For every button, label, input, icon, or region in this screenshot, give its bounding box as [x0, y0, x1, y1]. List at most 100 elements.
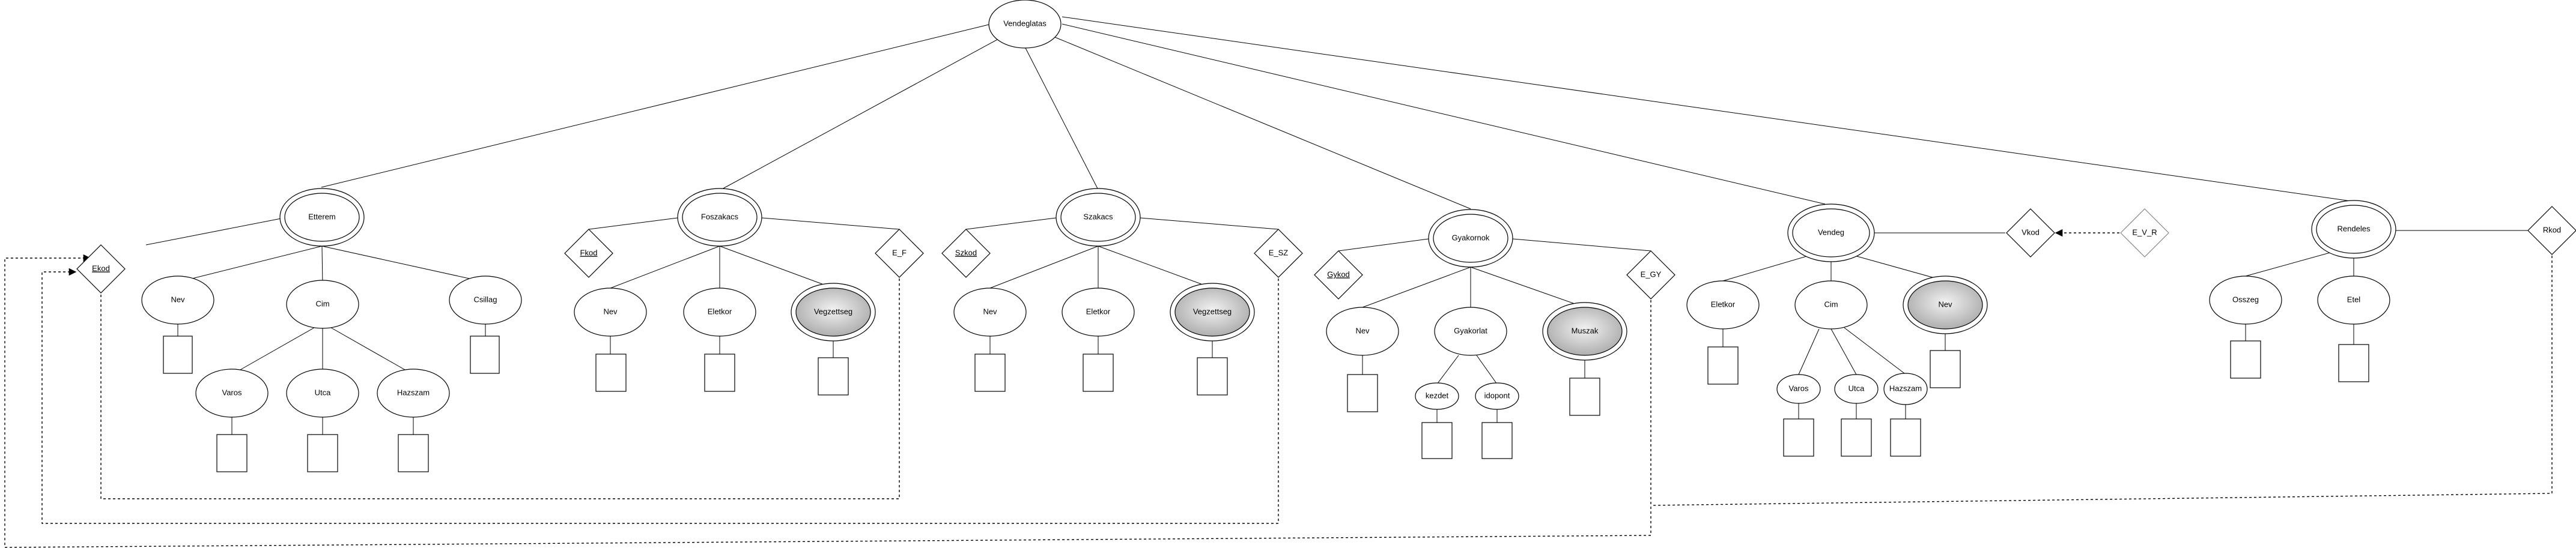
etterem-attr-hazszam: Hazszam — [377, 369, 450, 472]
entity-gyakornok-label: Gyakornok — [1452, 233, 1490, 242]
gyakornok-attr-muszak: Muszak — [1542, 302, 1627, 416]
gyakornok-nev-value-box — [1347, 374, 1378, 412]
foszakacs-fkod-label: Fkod — [580, 248, 598, 257]
dashed-references — [4, 229, 2553, 548]
vendeg-eletkor-label: Eletkor — [1711, 300, 1736, 309]
foszakacs-eletkor-label: Eletkor — [708, 307, 732, 316]
relation-e-v-r-label: E_V_R — [2132, 227, 2157, 236]
etterem-attr-utca: Utca — [286, 369, 359, 472]
gyakornok-idopont-value-box — [1481, 422, 1513, 459]
etterem-csillag-label: Csillag — [473, 295, 497, 304]
szakacs-attr-vegzettseg: Vegzettseg — [1170, 283, 1255, 396]
etterem-hazszam-value-box — [398, 434, 429, 472]
gyakornok-idopont-label: idopont — [1484, 391, 1510, 400]
foszakacs-attr-vegzettseg: Vegzettseg — [791, 283, 876, 396]
entity-etterem-label: Etterem — [308, 212, 336, 221]
rendeles-attr-etel: Etel — [2317, 276, 2390, 382]
relation-e-f-label: E_F — [892, 248, 907, 257]
szakacs-key-szkod: Szkod — [941, 229, 991, 278]
foszakacs-attr-eletkor: Eletkor — [683, 288, 756, 392]
etterem-csillag-value-box — [470, 336, 500, 374]
szakacs-attr-nev: Nev — [953, 288, 1027, 392]
vendeg-attr-utca: Utca — [1834, 374, 1879, 457]
entity-vendeglatas-label: Vendeglatas — [1003, 19, 1046, 28]
vendeg-cim-label: Cim — [1824, 300, 1838, 309]
vendeg-varos-value-box — [1783, 418, 1814, 457]
rendeles-attr-osszeg: Osszeg — [2209, 276, 2282, 379]
relation-e-f: E_F — [875, 229, 924, 278]
etterem-nev-value-box — [163, 336, 193, 374]
entity-etterem: Etterem — [279, 188, 365, 247]
etterem-key-ekod: Ekod — [76, 244, 126, 294]
gyakornok-attr-idopont: idopont — [1475, 382, 1519, 459]
gyakornok-key-gykod: Gykod — [1314, 250, 1363, 300]
relation-e-v-r: E_V_R — [2120, 208, 2169, 257]
szakacs-vegzettseg-value-box — [1197, 357, 1228, 396]
relation-e-gy: E_GY — [1626, 250, 1675, 300]
etterem-utca-value-box — [307, 434, 338, 472]
entity-vendeg: Vendeg — [1787, 203, 1875, 262]
etterem-hazszam-label: Hazszam — [397, 388, 430, 397]
etterem-ekod-label: Ekod — [92, 263, 110, 272]
szakacs-attr-eletkor: Eletkor — [1062, 288, 1135, 392]
vendeg-attr-nev: Nev — [1903, 276, 1988, 388]
vendeg-varos-label: Varos — [1789, 384, 1809, 393]
foszakacs-nev-value-box — [595, 354, 627, 392]
szakacs-eletkor-label: Eletkor — [1086, 307, 1111, 316]
entity-rendeles: Rendeles — [2311, 200, 2396, 259]
gyakornok-muszak-label: Muszak — [1572, 326, 1599, 335]
entity-rendeles-label: Rendeles — [2338, 224, 2371, 233]
entity-vendeg-label: Vendeg — [1818, 227, 1844, 236]
relation-e-sz: E_SZ — [1254, 229, 1303, 278]
gyakornok-attr-nev: Nev — [1326, 307, 1399, 412]
entity-szakacs-label: Szakacs — [1083, 212, 1113, 221]
foszakacs-vegzettseg-value-box — [818, 357, 849, 396]
vendeg-key-vkod: Vkod — [2006, 208, 2055, 257]
gyakornok-muszak-value-box — [1569, 378, 1600, 416]
rendeles-rkod-label: Rkod — [2543, 225, 2561, 234]
foszakacs-eletkor-value-box — [704, 354, 735, 392]
etterem-attr-nev: Nev — [141, 276, 214, 374]
relation-e-gy-label: E_GY — [1641, 269, 1662, 279]
vendeg-nev-value-box — [1930, 350, 1961, 388]
vendeg-vkod-label: Vkod — [2022, 227, 2040, 236]
gyakornok-nev-label: Nev — [1355, 326, 1370, 335]
gyakornok-gykod-label: Gykod — [1327, 269, 1350, 279]
entity-gyakornok: Gyakornok — [1428, 209, 1513, 268]
vendeg-attr-cim: Cim — [1794, 280, 1868, 330]
etterem-varos-value-box — [216, 434, 248, 472]
etterem-attr-cim: Cim — [286, 280, 359, 329]
gyakornok-gyakorlat-label: Gyakorlat — [1454, 326, 1487, 335]
gyakornok-kezdet-value-box — [1421, 422, 1453, 459]
foszakacs-attr-nev: Nev — [574, 288, 647, 392]
etterem-varos-label: Varos — [222, 388, 242, 397]
etterem-nev-label: Nev — [171, 295, 185, 304]
szakacs-nev-label: Nev — [983, 307, 997, 316]
rendeles-key-rkod: Rkod — [2527, 206, 2576, 255]
vendeg-utca-label: Utca — [1848, 384, 1865, 393]
entity-vendeglatas: Vendeglatas — [988, 0, 1062, 49]
szakacs-szkod-label: Szkod — [955, 248, 977, 257]
entity-foszakacs: Foszakacs — [677, 188, 762, 247]
rendeles-osszeg-value-box — [2230, 340, 2261, 379]
szakacs-vegzettseg-label: Vegzettseg — [1193, 307, 1232, 316]
rendeles-etel-label: Etel — [2347, 295, 2361, 304]
vendeg-attr-hazszam: Hazszam — [1883, 373, 1928, 457]
vendeg-nev-label: Nev — [1938, 300, 1952, 309]
szakacs-nev-value-box — [974, 354, 1006, 392]
gyakornok-attr-kezdet: kezdet — [1415, 382, 1459, 459]
vendeg-hazszam-value-box — [1890, 418, 1921, 457]
vendeg-attr-varos: Varos — [1776, 374, 1821, 457]
gyakornok-kezdet-label: kezdet — [1426, 391, 1449, 400]
entity-foszakacs-label: Foszakacs — [701, 212, 739, 221]
rendeles-osszeg-label: Osszeg — [2232, 295, 2259, 304]
etterem-cim-label: Cim — [315, 299, 329, 308]
etterem-attr-csillag: Csillag — [449, 276, 522, 374]
entity-szakacs: Szakacs — [1056, 188, 1141, 247]
foszakacs-nev-label: Nev — [603, 307, 618, 316]
vendeg-utca-value-box — [1841, 418, 1872, 457]
edges — [145, 16, 2528, 435]
etterem-attr-varos: Varos — [195, 369, 269, 472]
szakacs-eletkor-value-box — [1083, 354, 1114, 392]
